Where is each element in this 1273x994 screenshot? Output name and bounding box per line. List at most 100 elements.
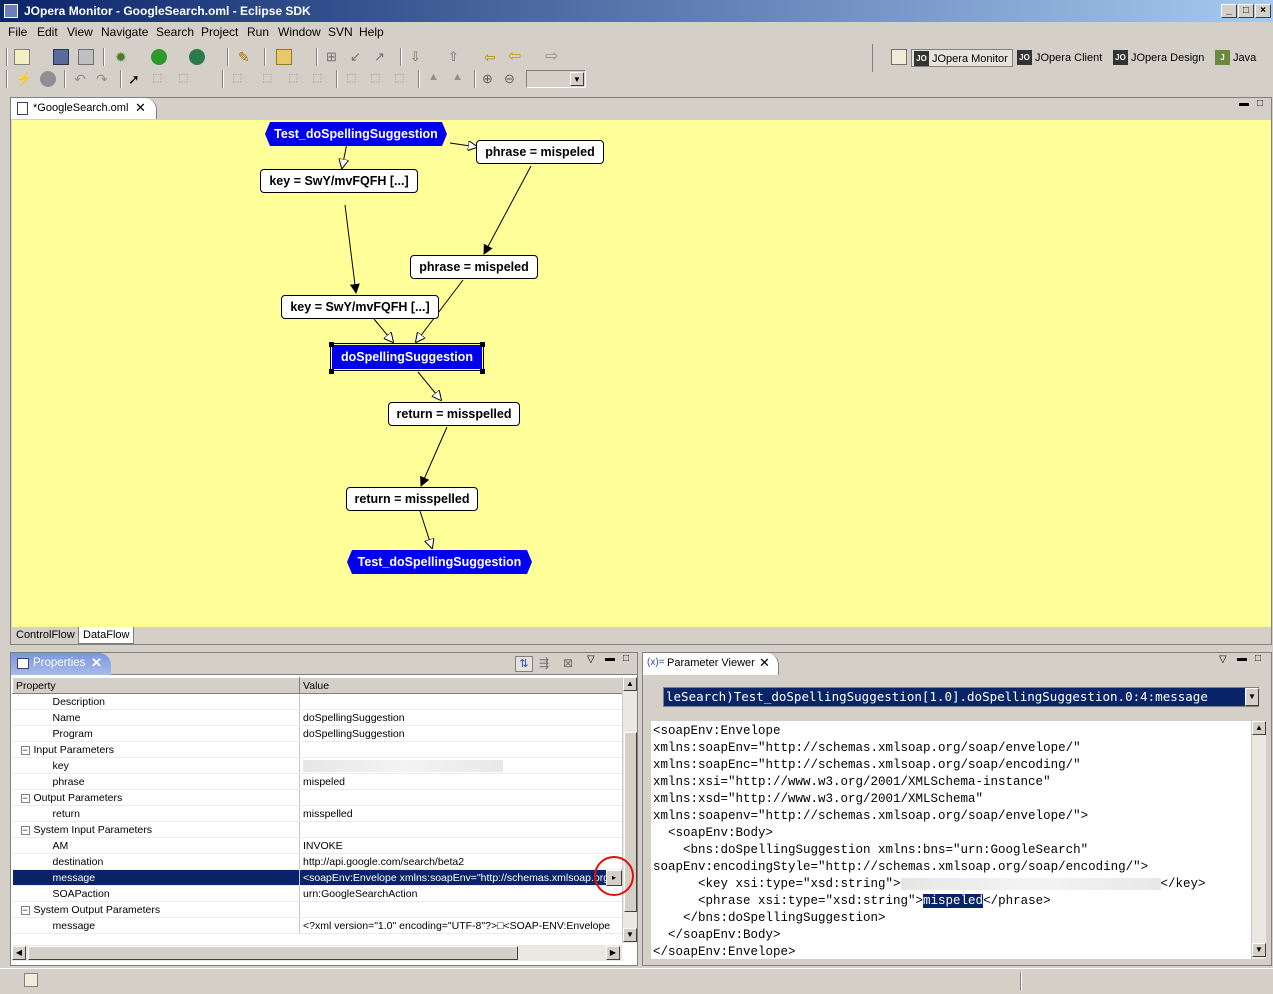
- perspective-jopera-client[interactable]: JO JOpera Client: [1015, 49, 1102, 67]
- menu-window[interactable]: Window: [278, 25, 321, 39]
- maximize-view-icon[interactable]: □: [1255, 653, 1262, 664]
- maximize-view-icon[interactable]: □: [623, 653, 630, 664]
- property-name-cell[interactable]: −Input Parameters: [12, 741, 300, 758]
- phrase-node-2[interactable]: phrase = mispeled: [410, 255, 538, 279]
- open-perspective-icon[interactable]: [891, 49, 907, 65]
- stop-icon[interactable]: [40, 71, 56, 87]
- column-header-property[interactable]: Property: [12, 677, 300, 694]
- property-row[interactable]: Description: [12, 693, 622, 710]
- zoom-out-icon[interactable]: ⊖: [504, 71, 515, 86]
- properties-vscroll[interactable]: ▲ ▼: [622, 677, 637, 943]
- menu-help[interactable]: Help: [359, 25, 384, 39]
- property-value-cell[interactable]: [299, 789, 622, 806]
- dataflow-canvas[interactable]: Test_doSpellingSuggestion phrase = mispe…: [12, 120, 1271, 627]
- minimize-view-icon[interactable]: ▬: [1237, 653, 1247, 664]
- run-icon[interactable]: [151, 49, 167, 65]
- start-node[interactable]: Test_doSpellingSuggestion: [265, 122, 447, 146]
- forward-icon[interactable]: ⇨: [545, 48, 559, 65]
- property-name-cell[interactable]: return: [12, 805, 300, 822]
- flip-icon[interactable]: ▲: [428, 71, 439, 83]
- prev-annotation-icon[interactable]: ⇧: [448, 49, 459, 64]
- align-center-icon[interactable]: ⬚: [262, 72, 273, 84]
- wand-icon[interactable]: ⚡: [16, 71, 33, 86]
- properties-tab[interactable]: Properties ✕: [11, 653, 111, 675]
- menu-view[interactable]: View: [67, 25, 93, 39]
- property-group-row[interactable]: −Output Parameters: [12, 789, 622, 806]
- menu-run[interactable]: Run: [247, 25, 270, 39]
- property-value-cell[interactable]: [299, 821, 622, 838]
- selection-handle[interactable]: [480, 369, 485, 374]
- view-menu-icon[interactable]: ▽: [1219, 654, 1227, 665]
- zoom-level-combo[interactable]: ▼: [526, 70, 586, 88]
- pin-icon[interactable]: ✎: [238, 49, 250, 65]
- zoom-in-icon[interactable]: ⊕: [482, 71, 493, 86]
- collapse-icon[interactable]: −: [20, 792, 30, 803]
- property-name-cell[interactable]: −System Input Parameters: [12, 821, 300, 838]
- menu-project[interactable]: Project: [201, 25, 239, 39]
- align-right-icon[interactable]: ⬚: [288, 72, 299, 84]
- key-node-1[interactable]: key = SwY/mvFQFH [...]: [260, 169, 418, 193]
- property-group-row[interactable]: −System Output Parameters: [12, 901, 622, 918]
- property-value-cell[interactable]: INVOKE: [299, 837, 622, 854]
- restore-defaults-icon[interactable]: ⊠: [563, 656, 574, 670]
- property-value-cell[interactable]: http://api.google.com/search/beta2: [299, 853, 622, 870]
- property-name-cell[interactable]: phrase: [12, 773, 300, 790]
- scroll-up-icon[interactable]: ▲: [623, 677, 637, 691]
- editor-tab[interactable]: *GoogleSearch.oml ✕: [11, 98, 157, 119]
- property-row[interactable]: message<?xml version="1.0" encoding="UTF…: [12, 917, 622, 934]
- undo-icon[interactable]: ↶: [74, 71, 86, 87]
- selection-handle[interactable]: [480, 342, 485, 347]
- next-annotation-icon[interactable]: ⇩: [410, 49, 421, 64]
- undo-arrow-icon[interactable]: ↙: [350, 49, 361, 64]
- show-advanced-icon[interactable]: ⇶: [539, 656, 550, 670]
- property-name-cell[interactable]: Name: [12, 709, 300, 726]
- perspective-jopera-monitor[interactable]: JO JOpera Monitor: [911, 49, 1013, 67]
- tab-dataflow[interactable]: DataFlow: [78, 627, 135, 644]
- return-node-2[interactable]: return = misspelled: [346, 487, 478, 511]
- minimize-view-icon[interactable]: ▬: [605, 653, 615, 664]
- close-icon[interactable]: ✕: [759, 655, 770, 670]
- property-name-cell[interactable]: message: [12, 917, 300, 934]
- menu-edit[interactable]: Edit: [37, 25, 58, 39]
- property-name-cell[interactable]: SOAPaction: [12, 885, 300, 902]
- property-value-cell[interactable]: [299, 757, 622, 774]
- property-name-cell[interactable]: Program: [12, 725, 300, 742]
- menu-search[interactable]: Search: [156, 25, 195, 39]
- perspective-jopera-design[interactable]: JO JOpera Design: [1111, 49, 1204, 67]
- open-folder-icon[interactable]: [276, 49, 292, 65]
- property-name-cell[interactable]: −System Output Parameters: [12, 901, 300, 918]
- external-tools-icon[interactable]: [189, 49, 205, 65]
- debug-icon[interactable]: ✹: [115, 49, 127, 65]
- parameter-viewer-tab[interactable]: (x)= Parameter Viewer ✕: [643, 653, 779, 675]
- property-value-cell[interactable]: misspelled: [299, 805, 622, 822]
- marquee-icon[interactable]: ⬚: [152, 72, 163, 84]
- properties-hscroll[interactable]: ◀ ▶: [12, 945, 622, 961]
- selection-handle[interactable]: [329, 369, 334, 374]
- property-name-cell[interactable]: −Output Parameters: [12, 789, 300, 806]
- minimize-view-icon[interactable]: ▬: [1239, 98, 1249, 109]
- collapse-icon[interactable]: −: [20, 824, 30, 835]
- align-top-icon[interactable]: ⬚: [312, 72, 323, 84]
- align-left-icon[interactable]: ⬚: [232, 72, 243, 84]
- redo-icon[interactable]: ↷: [96, 71, 108, 87]
- fast-view-icon[interactable]: [24, 973, 38, 987]
- task-node-selected[interactable]: doSpellingSuggestion: [330, 343, 484, 371]
- menu-navigate[interactable]: Navigate: [101, 25, 149, 39]
- collapse-icon[interactable]: −: [20, 744, 30, 755]
- end-node[interactable]: Test_doSpellingSuggestion: [347, 550, 532, 574]
- property-value-cell[interactable]: doSpellingSuggestion: [299, 725, 622, 742]
- xml-vscroll[interactable]: ▲ ▼: [1251, 721, 1266, 959]
- property-name-cell[interactable]: Description: [12, 693, 300, 710]
- property-name-cell[interactable]: key: [12, 757, 300, 774]
- property-value-cell[interactable]: <?xml version="1.0" encoding="UTF-8"?>□<…: [299, 917, 622, 934]
- property-row[interactable]: key: [12, 757, 622, 774]
- property-value-cell[interactable]: doSpellingSuggestion: [299, 709, 622, 726]
- match-size-icon[interactable]: ⬚: [394, 72, 405, 84]
- close-window-button[interactable]: ×: [1255, 4, 1271, 18]
- maximize-button[interactable]: □: [1238, 4, 1254, 18]
- scroll-thumb[interactable]: [28, 946, 518, 960]
- close-icon[interactable]: ✕: [135, 100, 146, 115]
